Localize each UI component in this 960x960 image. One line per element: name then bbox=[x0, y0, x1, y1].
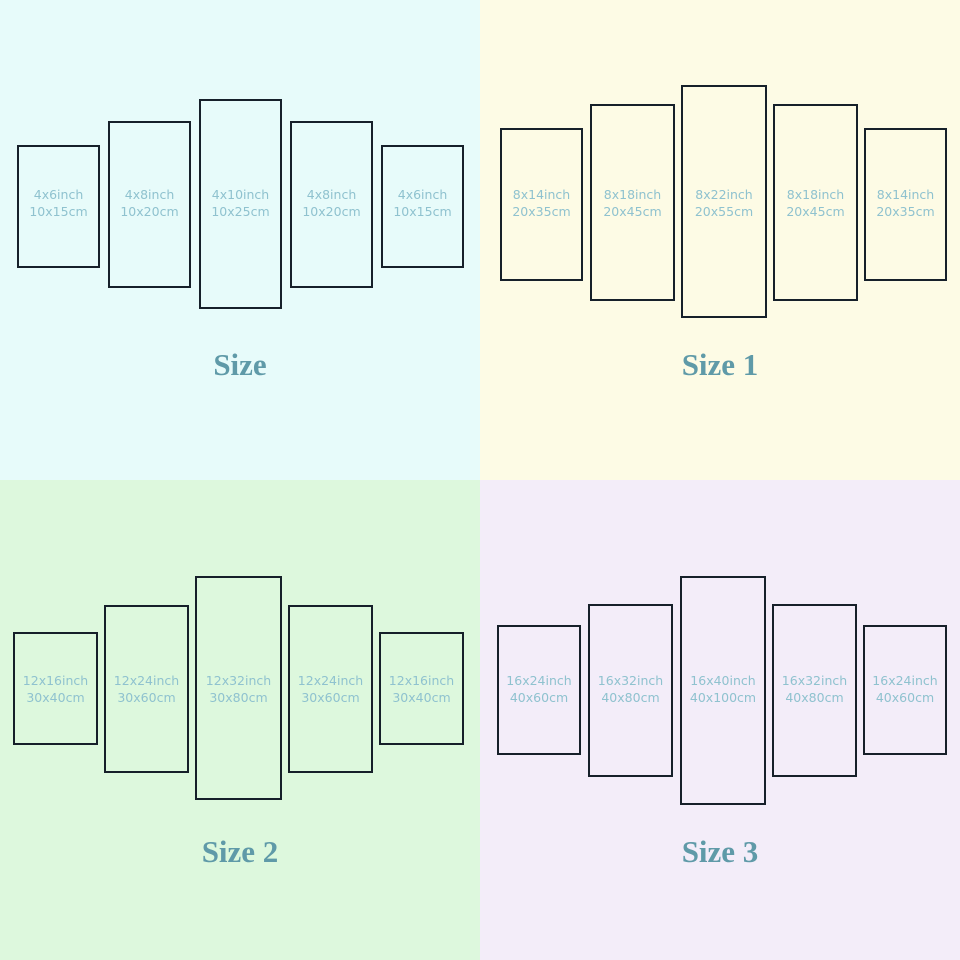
panel-cm-value: 10x20cm bbox=[120, 204, 179, 219]
panel-cm-value: 10x15cm bbox=[393, 204, 452, 219]
canvas-panel bbox=[381, 145, 464, 268]
panel-inch-value: 8x14inch bbox=[512, 187, 571, 202]
panel-size-label: 4x10inch 10x25cm bbox=[199, 186, 282, 220]
panel-cm-value: 20x55cm bbox=[694, 204, 754, 219]
panel-cm-value: 40x80cm bbox=[785, 690, 844, 705]
panel-size-label: 12x16inch 30x40cm bbox=[13, 672, 98, 706]
canvas-panel bbox=[108, 121, 191, 288]
panel-size-label: 4x6inch 10x15cm bbox=[17, 186, 100, 220]
quadrant-title: Size 2 bbox=[201, 834, 279, 869]
panel-cm-value: 20x45cm bbox=[786, 204, 845, 219]
panel-cm-value: 20x35cm bbox=[512, 204, 571, 219]
panel-cm-value: 30x40cm bbox=[392, 690, 451, 705]
quadrant-title: Size bbox=[213, 347, 267, 382]
panel-size-label: 8x18inch 20x45cm bbox=[590, 186, 675, 220]
panel-inch-value: 16x32inch bbox=[597, 673, 664, 688]
size-quadrant-2: 12x16inch 30x40cm 12x24inch 30x60cm 12x32inc… bbox=[0, 480, 480, 960]
canvas-panel bbox=[590, 104, 675, 301]
panel-size-label: 16x24inch 40x60cm bbox=[863, 672, 947, 706]
panel-cm-value: 40x80cm bbox=[601, 690, 660, 705]
panel-size-label: 4x6inch 10x15cm bbox=[381, 186, 464, 220]
panel-inch-value: 8x18inch bbox=[603, 187, 662, 202]
quadrant-title: Size 3 bbox=[681, 834, 759, 869]
size-quadrant-0: 4x6inch 10x15cm 4x8inch 10x20cm 4x10inch 10x2… bbox=[0, 0, 480, 480]
panel-size-label: 16x24inch 40x60cm bbox=[497, 672, 581, 706]
size-quadrant-1: 8x14inch 20x35cm 8x18inch 20x45cm 8x22inch 20… bbox=[480, 0, 960, 480]
panel-cm-value: 40x60cm bbox=[875, 690, 935, 705]
panel-size-label: 16x32inch 40x80cm bbox=[588, 672, 673, 706]
panel-size-label: 4x8inch 10x20cm bbox=[290, 186, 373, 220]
canvas-panel bbox=[104, 605, 189, 773]
canvas-panel bbox=[500, 128, 583, 281]
quadrant-title: Size 1 bbox=[681, 347, 759, 382]
panel-cm-value: 10x15cm bbox=[29, 204, 88, 219]
canvas-panel bbox=[13, 632, 98, 745]
panel-cm-value: 10x25cm bbox=[211, 204, 270, 219]
panel-inch-value: 12x16inch bbox=[388, 673, 455, 688]
panel-inch-value: 12x32inch bbox=[205, 673, 272, 688]
panel-inch-value: 4x6inch bbox=[33, 187, 84, 202]
panel-size-label: 12x24inch 30x60cm bbox=[288, 672, 373, 706]
canvas-panel bbox=[199, 99, 282, 309]
panel-cm-value: 30x60cm bbox=[117, 690, 176, 705]
panel-size-label: 12x16inch 30x40cm bbox=[379, 672, 464, 706]
canvas-panel bbox=[680, 576, 766, 805]
panel-inch-value: 16x24inch bbox=[872, 673, 938, 688]
panel-inch-value: 8x14inch bbox=[876, 187, 935, 202]
panel-inch-value: 4x8inch bbox=[306, 187, 357, 202]
panel-inch-value: 8x22inch bbox=[695, 187, 753, 202]
panel-size-label: 4x8inch 10x20cm bbox=[108, 186, 191, 220]
panel-inch-value: 8x18inch bbox=[786, 187, 845, 202]
panel-size-label: 8x22inch 20x55cm bbox=[681, 186, 767, 220]
canvas-panel bbox=[773, 104, 858, 301]
panel-cm-value: 40x60cm bbox=[509, 690, 569, 705]
panel-inch-value: 16x24inch bbox=[506, 673, 572, 688]
panel-cm-value: 40x100cm bbox=[689, 690, 757, 705]
canvas-panel bbox=[864, 128, 947, 281]
panel-cm-value: 10x20cm bbox=[302, 204, 361, 219]
canvas-panel bbox=[195, 576, 282, 800]
panel-size-label: 12x24inch 30x60cm bbox=[104, 672, 189, 706]
panel-inch-value: 16x32inch bbox=[781, 673, 848, 688]
canvas-panel bbox=[497, 625, 581, 755]
panel-group: 8x14inch 20x35cm 8x18inch 20x45cm 8x22inch 20… bbox=[480, 0, 960, 480]
canvas-panel bbox=[681, 85, 767, 318]
panel-cm-value: 20x35cm bbox=[876, 204, 935, 219]
panel-inch-value: 12x24inch bbox=[297, 673, 364, 688]
canvas-panel bbox=[17, 145, 100, 268]
panel-group: 4x6inch 10x15cm 4x8inch 10x20cm 4x10inch 10x2… bbox=[0, 0, 480, 480]
canvas-panel bbox=[288, 605, 373, 773]
canvas-panel bbox=[863, 625, 947, 755]
canvas-panel bbox=[588, 604, 673, 777]
panel-inch-value: 4x6inch bbox=[397, 187, 448, 202]
canvas-panel bbox=[290, 121, 373, 288]
panel-inch-value: 12x24inch bbox=[113, 673, 180, 688]
panel-group: 16x24inch 40x60cm 16x32inch 40x80cm 16x40inc… bbox=[480, 480, 960, 960]
panel-size-label: 8x18inch 20x45cm bbox=[773, 186, 858, 220]
panel-size-label: 12x32inch 30x80cm bbox=[195, 672, 282, 706]
panel-size-label: 16x32inch 40x80cm bbox=[772, 672, 857, 706]
panel-cm-value: 30x80cm bbox=[209, 690, 268, 705]
panel-cm-value: 30x40cm bbox=[26, 690, 85, 705]
size-quadrant-3: 16x24inch 40x60cm 16x32inch 40x80cm 16x40inc… bbox=[480, 480, 960, 960]
panel-inch-value: 4x10inch bbox=[211, 187, 270, 202]
panel-cm-value: 30x60cm bbox=[301, 690, 360, 705]
panel-size-label: 8x14inch 20x35cm bbox=[500, 186, 583, 220]
panel-inch-value: 4x8inch bbox=[124, 187, 175, 202]
panel-inch-value: 12x16inch bbox=[22, 673, 89, 688]
panel-size-label: 16x40inch 40x100cm bbox=[680, 672, 766, 706]
canvas-panel bbox=[379, 632, 464, 745]
panel-inch-value: 16x40inch bbox=[690, 673, 756, 688]
canvas-panel bbox=[772, 604, 857, 777]
panel-size-label: 8x14inch 20x35cm bbox=[864, 186, 947, 220]
panel-group: 12x16inch 30x40cm 12x24inch 30x60cm 12x32inc… bbox=[0, 480, 480, 960]
panel-cm-value: 20x45cm bbox=[603, 204, 662, 219]
